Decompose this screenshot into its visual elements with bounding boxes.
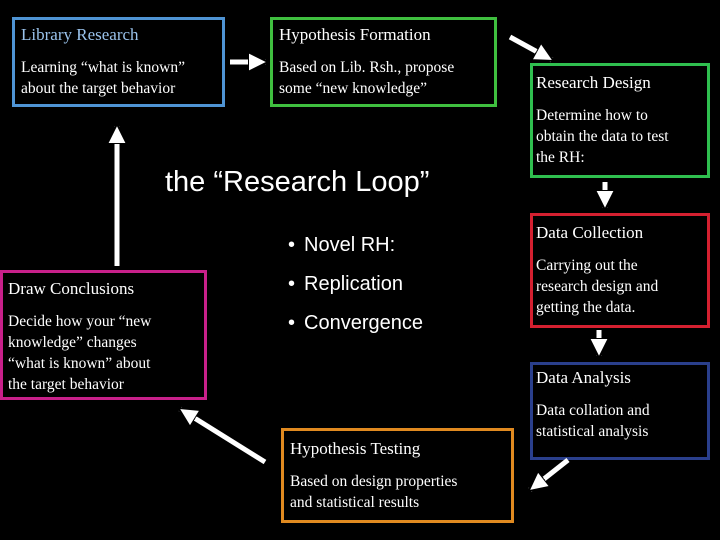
- research-design-box: Research Design Determine how to obtain …: [530, 63, 710, 178]
- hypothesis-testing-title: Hypothesis Testing: [290, 439, 421, 458]
- data-collection-text: Carrying out the research design and get…: [536, 257, 659, 316]
- library-research-text: Learning “what is known” about the targe…: [21, 59, 185, 97]
- research-design-title: Research Design: [536, 73, 651, 92]
- hypothesis-formation-box: Hypothesis Formation Based on Lib. Rsh.,…: [270, 17, 497, 107]
- loop-bullet-list: • Novel RH: • Replication • Convergence: [288, 226, 423, 343]
- bullet-label: Novel RH:: [304, 234, 396, 256]
- hypothesis-testing-box: Hypothesis Testing Based on design prope…: [281, 428, 514, 523]
- data-analysis-box: Data Analysis Data collation and statist…: [530, 362, 710, 460]
- arrow-hypothesis-to-design-icon: [508, 34, 552, 63]
- bullet-dot-icon: •: [288, 234, 296, 256]
- library-research-title: Library Research: [21, 25, 139, 44]
- bullet-label: Replication: [304, 273, 403, 295]
- bullet-convergence: • Convergence: [288, 304, 423, 343]
- bullet-label: Convergence: [304, 312, 423, 334]
- bullet-dot-icon: •: [288, 312, 296, 334]
- bullet-novel-rh: • Novel RH:: [288, 226, 423, 265]
- draw-conclusions-title: Draw Conclusions: [8, 279, 135, 298]
- library-research-box: Library Research Learning “what is known…: [12, 17, 225, 107]
- hypothesis-formation-title: Hypothesis Formation: [279, 25, 431, 44]
- bullet-replication: • Replication: [288, 265, 423, 304]
- data-analysis-title: Data Analysis: [536, 368, 631, 387]
- bullet-dot-icon: •: [288, 273, 296, 295]
- arrow-testing-to-conclusions-icon: [180, 409, 267, 465]
- research-loop-title: the “Research Loop”: [165, 166, 430, 198]
- hypothesis-testing-text: Based on design properties and statistic…: [290, 473, 458, 511]
- hypothesis-formation-text: Based on Lib. Rsh., propose some “new kn…: [279, 59, 455, 97]
- draw-conclusions-text: Decide how your “new knowledge” changes …: [8, 313, 152, 393]
- data-collection-box: Data Collection Carrying out the researc…: [530, 213, 710, 328]
- arrow-analysis-to-testing-icon: [530, 458, 570, 490]
- data-collection-title: Data Collection: [536, 223, 644, 242]
- draw-conclusions-box: Draw Conclusions Decide how your “new kn…: [0, 270, 207, 400]
- data-analysis-text: Data collation and statistical analysis: [536, 402, 650, 440]
- research-design-text: Determine how to obtain the data to test…: [536, 107, 669, 166]
